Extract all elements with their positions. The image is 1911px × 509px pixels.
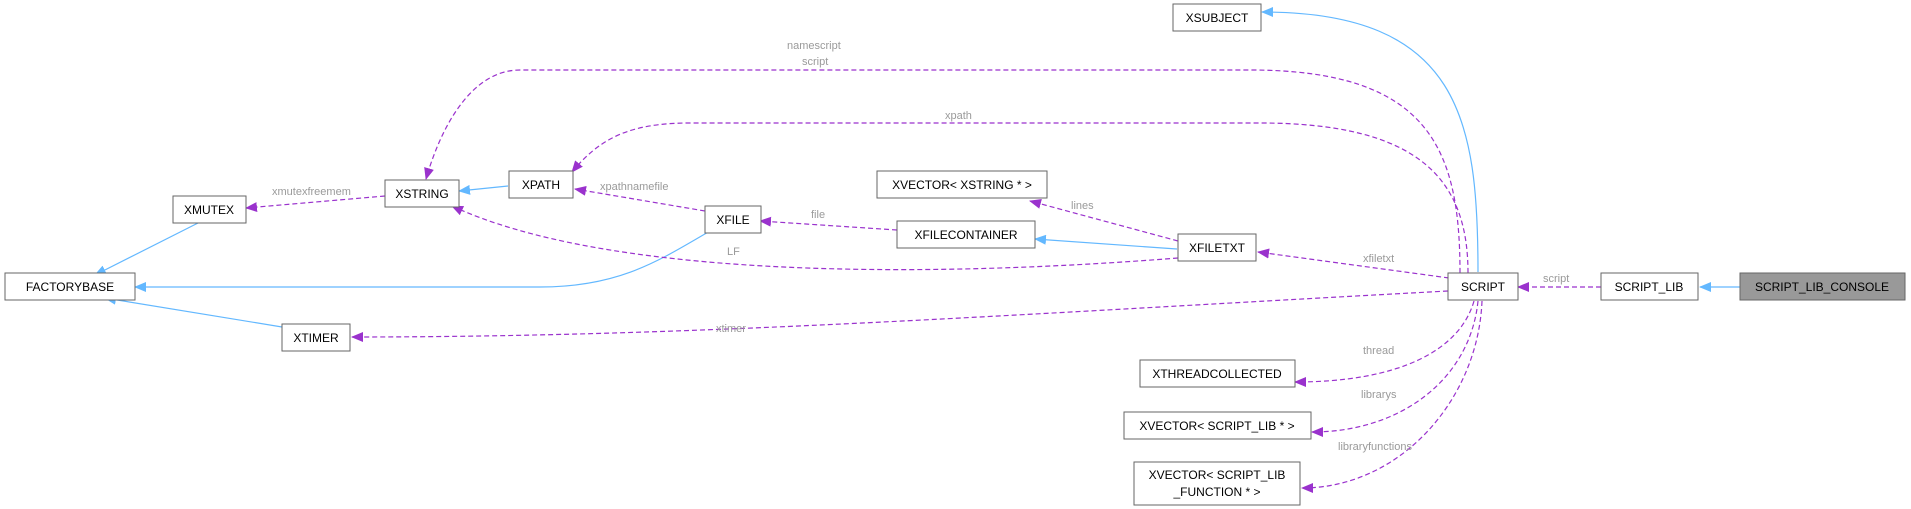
edge-xfilecontainer-to-xfile [759, 216, 898, 231]
edge-xfile-to-factorybase [134, 230, 711, 292]
node-label-factorybase: FACTORYBASE [26, 280, 114, 294]
node-label-xthreadcollected: XTHREADCOLLECTED [1152, 367, 1282, 381]
edge-xfile-to-xpath [574, 185, 706, 212]
node-xvector-script-lib[interactable]: XVECTOR< SCRIPT_LIB * > [1123, 411, 1312, 440]
node-label-xvector-xstring: XVECTOR< XSTRING * > [892, 178, 1032, 192]
edge-label-xpath: xpath [945, 110, 972, 122]
edge-script-to-xsubject [1261, 7, 1479, 273]
node-label-xtimer: XTIMER [293, 331, 339, 345]
edge-script-to-xpath [571, 122, 1469, 274]
edge-xstring-to-xmutex [245, 195, 386, 213]
edge-xpath-to-xstring [458, 184, 509, 195]
edge-script-to-xtimer [351, 290, 1449, 342]
node-xfiletxt[interactable]: XFILETXT [1177, 233, 1257, 262]
node-label-xvector-script-lib-function-line1: XVECTOR< SCRIPT_LIB [1149, 468, 1286, 482]
node-xvector-xstring[interactable]: XVECTOR< XSTRING * > [876, 170, 1048, 199]
node-xstring[interactable]: XSTRING [384, 179, 460, 208]
edge-label-script-2: script [802, 56, 828, 68]
edge-xfiletxt-to-xvector-xstring [1029, 199, 1179, 242]
node-label-xmutex: XMUTEX [184, 203, 234, 217]
edge-xmutex-to-factorybase [94, 221, 201, 276]
node-label-xvector-script-lib: XVECTOR< SCRIPT_LIB * > [1139, 419, 1294, 433]
edge-script-to-xvector-script-lib [1311, 300, 1479, 437]
node-xmutex[interactable]: XMUTEX [172, 195, 247, 224]
node-label-xstring: XSTRING [395, 187, 448, 201]
edge-label-xmutexfreemem: xmutexfreemem [272, 186, 351, 198]
node-label-script-lib: SCRIPT_LIB [1615, 280, 1684, 294]
node-xthreadcollected[interactable]: XTHREADCOLLECTED [1139, 359, 1296, 388]
edge-label-xtimer: xtimer [716, 323, 746, 335]
edge-label-file: file [811, 209, 825, 221]
edge-xtimer-to-factorybase [104, 294, 283, 328]
node-label-xpath: XPATH [522, 178, 560, 192]
node-xpath[interactable]: XPATH [508, 170, 574, 199]
edge-label-lines: lines [1071, 200, 1094, 212]
node-xsubject[interactable]: XSUBJECT [1172, 3, 1262, 32]
node-label-xfilecontainer: XFILECONTAINER [914, 228, 1017, 242]
node-label-xsubject: XSUBJECT [1186, 11, 1249, 25]
edge-script-to-xfiletxt [1257, 248, 1450, 279]
edge-script-to-xthreadcollected [1294, 300, 1475, 387]
node-script[interactable]: SCRIPT [1447, 272, 1519, 301]
node-xtimer[interactable]: XTIMER [281, 323, 351, 352]
edge-label-script: script [1543, 273, 1569, 285]
node-label-script-lib-console: SCRIPT_LIB_CONSOLE [1755, 280, 1889, 294]
edge-xfiletxt-to-xfilecontainer [1034, 234, 1178, 250]
node-xfile[interactable]: XFILE [704, 205, 762, 234]
edge-label-librarys: librarys [1361, 389, 1397, 401]
node-factorybase[interactable]: FACTORYBASE [4, 272, 136, 301]
edge-label-thread: thread [1363, 345, 1394, 357]
node-label-xfiletxt: XFILETXT [1189, 241, 1246, 255]
edge-script-to-xstring [424, 69, 1461, 274]
node-script-lib-console[interactable]: SCRIPT_LIB_CONSOLE [1739, 272, 1906, 301]
node-script-lib[interactable]: SCRIPT_LIB [1600, 272, 1699, 301]
node-xfilecontainer[interactable]: XFILECONTAINER [896, 220, 1036, 249]
edge-label-xfiletxt: xfiletxt [1363, 253, 1394, 265]
edge-xfiletxt-to-xstring-lf [451, 205, 1179, 271]
node-label-xfile: XFILE [716, 213, 749, 227]
edge-label-namescript: namescript [787, 40, 841, 52]
node-xvector-script-lib-function[interactable]: XVECTOR< SCRIPT_LIB _FUNCTION * > [1133, 461, 1301, 506]
node-label-script: SCRIPT [1461, 280, 1506, 294]
edge-label-xpathnamefile: xpathnamefile [600, 181, 669, 193]
edge-label-libraryfunctions: libraryfunctions [1338, 441, 1412, 453]
edge-script-to-xvector-script-lib-function [1301, 300, 1483, 493]
edge-label-lf: LF [727, 246, 740, 258]
node-label-xvector-script-lib-function-line2: _FUNCTION * > [1172, 485, 1260, 499]
